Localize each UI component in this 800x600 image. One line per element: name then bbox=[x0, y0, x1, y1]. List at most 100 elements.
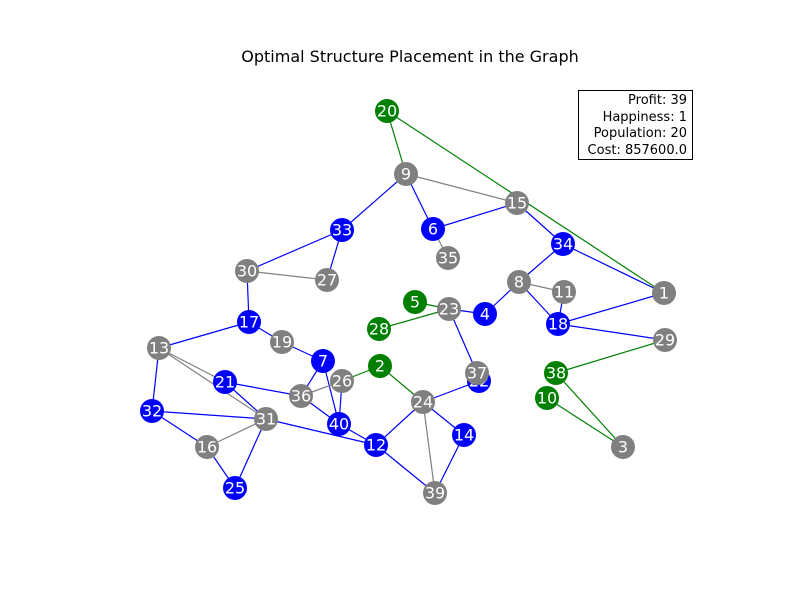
node-label: 34 bbox=[553, 235, 573, 254]
node-label: 10 bbox=[537, 389, 557, 408]
node-label: 25 bbox=[225, 479, 245, 498]
node-circle bbox=[507, 270, 531, 294]
node-label: 27 bbox=[317, 271, 337, 290]
node-label: 33 bbox=[332, 221, 352, 240]
node-circle bbox=[411, 390, 435, 414]
node-4: 4 bbox=[473, 302, 497, 326]
node-label: 35 bbox=[438, 249, 458, 268]
node-label: 14 bbox=[454, 426, 474, 445]
node-label: 12 bbox=[366, 436, 386, 455]
node-label: 36 bbox=[291, 387, 311, 406]
edge-36-21 bbox=[224, 381, 302, 397]
node-circle bbox=[551, 232, 575, 256]
node-5: 5 bbox=[403, 290, 427, 314]
node-34: 34 bbox=[551, 232, 575, 256]
node-label: 21 bbox=[215, 373, 235, 392]
node-circle bbox=[546, 312, 570, 336]
node-label: 9 bbox=[401, 165, 411, 184]
node-circle bbox=[235, 259, 259, 283]
node-label: 20 bbox=[377, 102, 397, 121]
node-label: 31 bbox=[256, 410, 276, 429]
node-27: 27 bbox=[315, 268, 339, 292]
edge-31-12 bbox=[265, 418, 377, 446]
node-circle bbox=[367, 317, 391, 341]
node-label: 7 bbox=[318, 352, 328, 371]
node-circle bbox=[652, 281, 676, 305]
node-circle bbox=[147, 336, 171, 360]
node-label: 19 bbox=[272, 333, 292, 352]
node-circle bbox=[289, 384, 313, 408]
node-label: 40 bbox=[329, 415, 349, 434]
node-circle bbox=[311, 349, 335, 373]
node-40: 40 bbox=[327, 412, 351, 436]
happiness-label: Happiness: 1 bbox=[602, 109, 687, 125]
node-label: 13 bbox=[149, 339, 169, 358]
node-label: 17 bbox=[239, 313, 259, 332]
node-circle bbox=[436, 246, 460, 270]
edge-24-39 bbox=[422, 401, 436, 494]
node-circle bbox=[452, 423, 476, 447]
node-21: 21 bbox=[213, 370, 237, 394]
node-circle bbox=[544, 361, 568, 385]
node-circle bbox=[552, 280, 576, 304]
profit-label: Profit: 39 bbox=[628, 93, 687, 108]
node-23: 23 bbox=[437, 297, 461, 321]
node-label: 15 bbox=[507, 194, 527, 213]
node-label: 23 bbox=[439, 300, 459, 319]
node-18: 18 bbox=[546, 312, 570, 336]
node-circle bbox=[394, 162, 418, 186]
population-label: Population: 20 bbox=[593, 126, 687, 141]
edge-12-39 bbox=[375, 444, 436, 494]
node-circle bbox=[315, 268, 339, 292]
node-label: 2 bbox=[375, 357, 385, 376]
node-10: 10 bbox=[535, 386, 559, 410]
node-25: 25 bbox=[223, 476, 247, 500]
node-29: 29 bbox=[653, 328, 677, 352]
node-circle bbox=[195, 435, 219, 459]
node-label: 6 bbox=[428, 220, 438, 239]
node-label: 1 bbox=[659, 284, 669, 303]
node-label: 38 bbox=[546, 364, 566, 383]
node-35: 35 bbox=[436, 246, 460, 270]
node-circle bbox=[140, 399, 164, 423]
node-33: 33 bbox=[330, 218, 354, 242]
node-circle bbox=[330, 369, 354, 393]
node-label: 4 bbox=[480, 305, 490, 324]
node-label: 26 bbox=[332, 372, 352, 391]
edge-34-1 bbox=[562, 243, 665, 294]
node-26: 26 bbox=[330, 369, 354, 393]
node-37: 37 bbox=[465, 361, 489, 385]
node-36: 36 bbox=[289, 384, 313, 408]
stats-box: Profit: 39 Happiness: 1 Population: 20 C… bbox=[578, 90, 693, 160]
node-1: 1 bbox=[652, 281, 676, 305]
node-circle bbox=[505, 191, 529, 215]
node-7: 7 bbox=[311, 349, 335, 373]
node-20: 20 bbox=[375, 99, 399, 123]
node-circle bbox=[375, 99, 399, 123]
node-label: 8 bbox=[514, 273, 524, 292]
node-circle bbox=[213, 370, 237, 394]
node-label: 16 bbox=[197, 438, 217, 457]
node-label: 3 bbox=[618, 438, 628, 457]
node-circle bbox=[237, 310, 261, 334]
edge-29-38 bbox=[555, 339, 666, 374]
node-12: 12 bbox=[364, 433, 388, 457]
node-circle bbox=[421, 217, 445, 241]
node-15: 15 bbox=[505, 191, 529, 215]
node-39: 39 bbox=[423, 481, 447, 505]
node-32: 32 bbox=[140, 399, 164, 423]
node-2: 2 bbox=[368, 354, 392, 378]
edge-17-13 bbox=[158, 321, 250, 349]
node-circle bbox=[465, 361, 489, 385]
edge-30-27 bbox=[246, 270, 328, 281]
node-label: 11 bbox=[554, 283, 574, 302]
node-circle bbox=[223, 476, 247, 500]
node-label: 28 bbox=[369, 320, 389, 339]
node-circle bbox=[327, 412, 351, 436]
nodes-layer: 1234567891011121314151617181920212223242… bbox=[140, 99, 677, 505]
cost-label: Cost: 857600.0 bbox=[587, 142, 687, 158]
node-9: 9 bbox=[394, 162, 418, 186]
edge-6-15 bbox=[432, 202, 518, 230]
edge-25-31 bbox=[234, 418, 267, 489]
